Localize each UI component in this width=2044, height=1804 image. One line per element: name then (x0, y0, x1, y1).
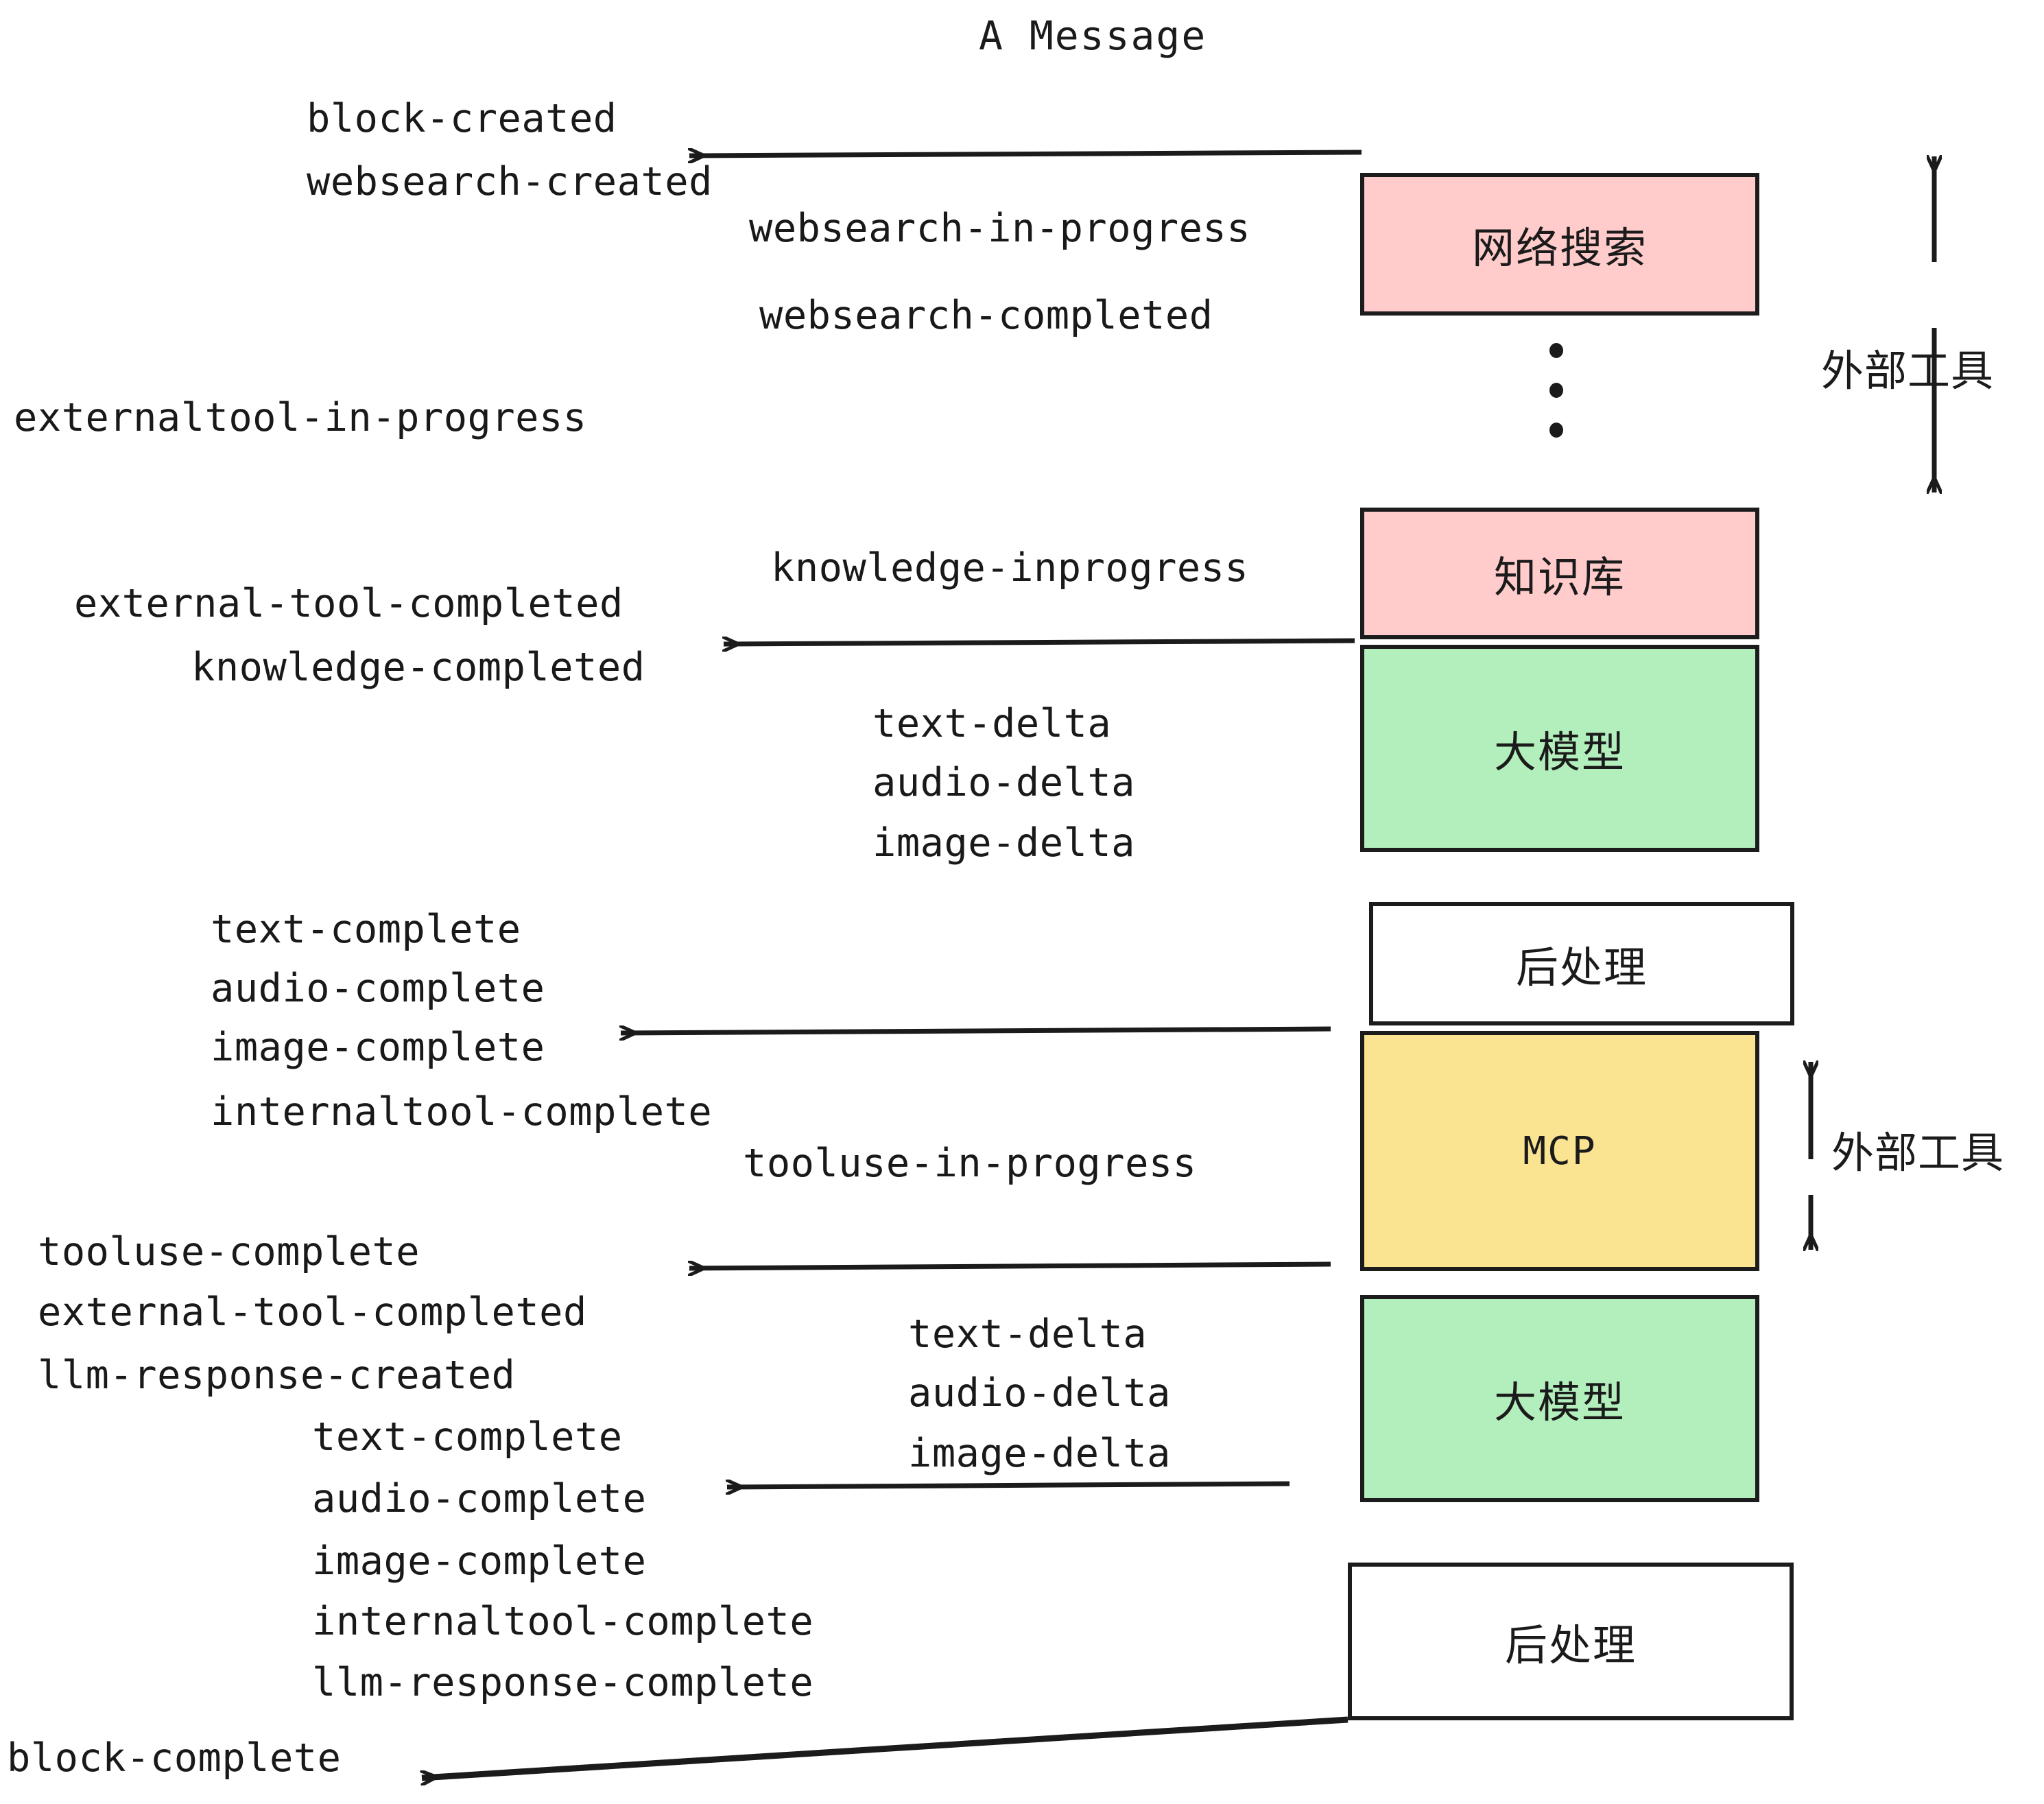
event-internaltool-complete-first: internaltool-complete (211, 1089, 713, 1135)
event-audio-complete-first: audio-complete (211, 966, 545, 1011)
vertical-ellipsis (1549, 343, 1563, 438)
event-external-tool-completed-second: external-tool-completed (38, 1290, 587, 1335)
arrow-postprocess-to-image-complete (621, 1029, 1331, 1033)
event-image-complete-first: image-complete (211, 1025, 545, 1070)
ellipsis-dot (1549, 343, 1563, 358)
node-llm-first[interactable]: 大模型 (1360, 645, 1759, 852)
arrow-llm2-to-audio-complete (727, 1484, 1290, 1487)
event-externaltool-in-progress: externaltool-in-progress (14, 395, 587, 440)
node-label: 后处理 (1515, 942, 1648, 993)
event-text-delta-first: text-delta (872, 701, 1112, 746)
event-block-complete: block-complete (7, 1735, 342, 1781)
node-label: MCP (1523, 1128, 1597, 1174)
node-postprocess-second[interactable]: 后处理 (1348, 1563, 1794, 1720)
arrow-websearch-to-created (689, 152, 1362, 156)
page-title: A Message (979, 12, 1207, 59)
event-text-delta-second: text-delta (908, 1312, 1148, 1357)
event-websearch-in-progress: websearch-in-progress (749, 206, 1251, 251)
node-knowledge-base[interactable]: 知识库 (1360, 508, 1759, 639)
node-label: 网络搜索 (1471, 223, 1648, 273)
node-label: 大模型 (1493, 727, 1626, 777)
event-text-complete-second: text-complete (312, 1414, 623, 1460)
side-label-external-tool-bottom: 外部工具 (1831, 1128, 2005, 1178)
event-tooluse-in-progress: tooluse-in-progress (743, 1141, 1197, 1186)
event-websearch-created: websearch-created (307, 159, 713, 204)
node-label: 后处理 (1504, 1620, 1637, 1670)
event-block-created: block-created (307, 96, 617, 141)
ellipsis-dot (1549, 383, 1563, 398)
node-mcp[interactable]: MCP (1360, 1031, 1759, 1271)
event-internaltool-complete-second: internaltool-complete (312, 1599, 814, 1644)
event-audio-delta-second: audio-delta (908, 1370, 1171, 1416)
event-llm-response-complete: llm-response-complete (312, 1660, 814, 1705)
node-llm-second[interactable]: 大模型 (1360, 1295, 1759, 1502)
arrow-knowledge-to-completed (724, 641, 1355, 644)
arrow-postprocess2-to-block-complete (422, 1716, 1348, 1778)
event-knowledge-inprogress: knowledge-inprogress (771, 545, 1249, 591)
event-llm-response-created: llm-response-created (38, 1353, 516, 1398)
node-label: 大模型 (1493, 1377, 1626, 1427)
arrow-mcp-to-tooluse-complete (689, 1264, 1331, 1268)
event-tooluse-complete: tooluse-complete (38, 1229, 420, 1274)
event-image-delta-first: image-delta (872, 820, 1135, 866)
event-image-complete-second: image-complete (312, 1539, 647, 1584)
node-label: 知识库 (1493, 552, 1626, 602)
event-audio-complete-second: audio-complete (312, 1476, 647, 1521)
node-websearch[interactable]: 网络搜索 (1360, 173, 1759, 316)
node-postprocess-first[interactable]: 后处理 (1369, 902, 1794, 1025)
event-text-complete-first: text-complete (211, 907, 521, 952)
event-knowledge-completed: knowledge-completed (191, 645, 645, 690)
event-image-delta-second: image-delta (908, 1431, 1171, 1476)
event-websearch-completed: websearch-completed (759, 293, 1213, 338)
event-audio-delta-first: audio-delta (872, 760, 1135, 805)
side-label-external-tool-top: 外部工具 (1821, 346, 1995, 396)
ellipsis-dot (1549, 423, 1563, 438)
event-external-tool-completed-first: external-tool-completed (74, 581, 623, 626)
